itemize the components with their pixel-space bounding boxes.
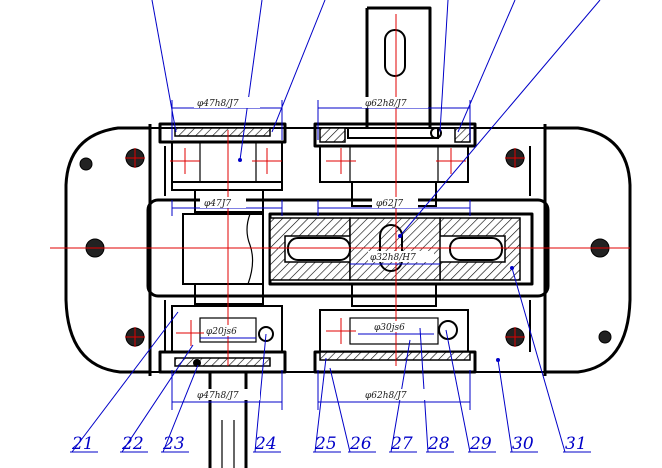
part-number-27: 27 [390, 434, 413, 454]
part-number-24: 24 [254, 434, 277, 454]
dim-top-left: φ47h8/J7 [197, 99, 239, 109]
part-number-labels: 21 22 23 24 25 26 27 28 29 30 31 [71, 434, 587, 454]
input-shaft [158, 122, 287, 468]
part-number-21: 21 [71, 434, 94, 454]
part-number-25: 25 [314, 434, 337, 454]
dimension-labels: φ47h8/J7 φ62h8/J7 φ47J7 φ62J7 φ32h8/H7 φ… [194, 97, 434, 401]
part-number-26: 26 [349, 434, 372, 454]
dim-gear-fit: φ32h8/H7 [370, 253, 416, 263]
part-number-31: 31 [565, 434, 587, 454]
center-lines [50, 14, 630, 366]
part-number-23: 23 [162, 434, 185, 454]
part-number-28: 28 [427, 434, 450, 454]
bolt-hole [79, 157, 93, 171]
part-number-30: 30 [512, 434, 534, 454]
dim-mid-left: φ47J7 [204, 199, 231, 209]
dim-bot-right: φ62h8/J7 [365, 391, 407, 401]
bolt-hole [598, 330, 612, 344]
dim-bot-left: φ47h8/J7 [197, 391, 239, 401]
part-number-29: 29 [469, 434, 492, 454]
output-shaft [268, 6, 534, 374]
dim-shaft-right: φ30js6 [374, 323, 405, 333]
housing-outline [64, 124, 632, 376]
dim-mid-right: φ62J7 [376, 199, 403, 209]
dim-top-right: φ62h8/J7 [365, 99, 407, 109]
dim-shaft-left: φ20js6 [206, 327, 237, 337]
part-number-22: 22 [121, 434, 144, 454]
